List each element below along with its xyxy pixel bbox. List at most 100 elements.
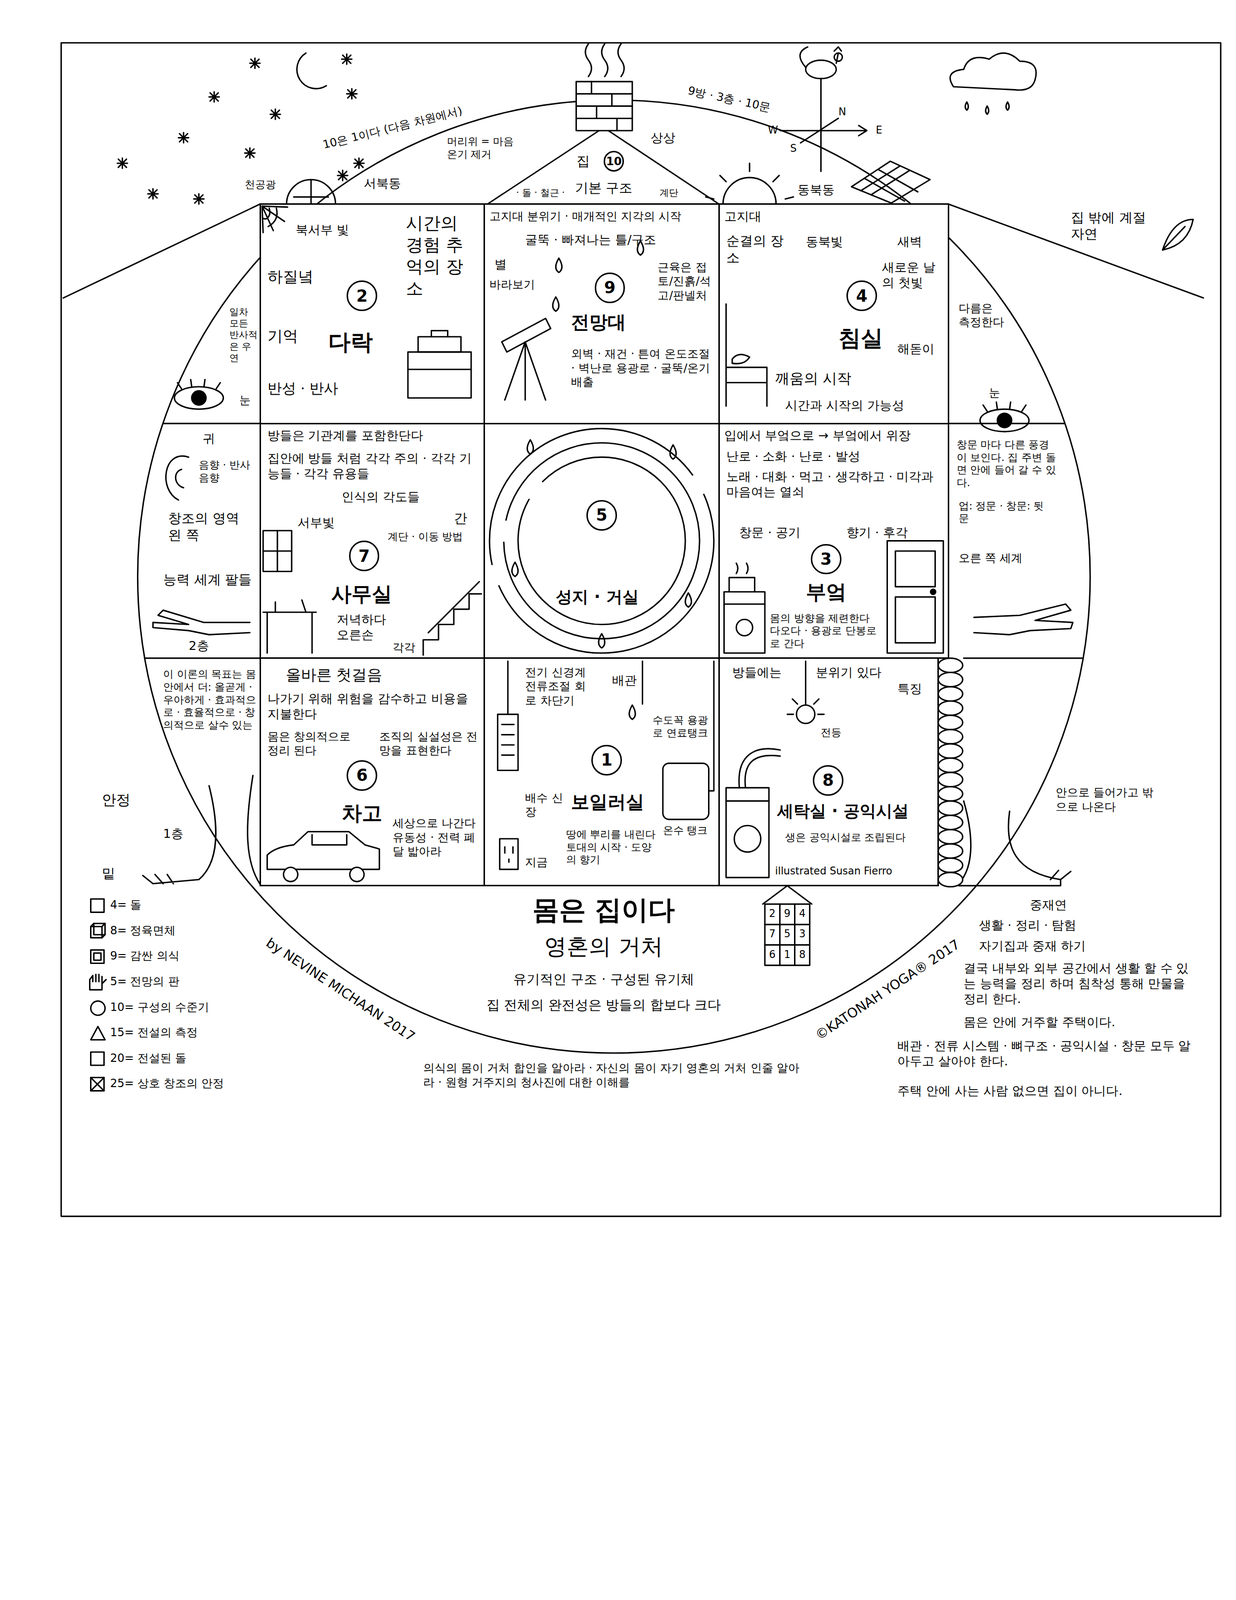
house-ground xyxy=(260,204,949,886)
note-text: 기본 구조 xyxy=(574,179,633,196)
legend-symbols xyxy=(90,923,106,938)
flame xyxy=(555,258,562,273)
room-note: 각각 xyxy=(392,640,416,655)
room-note: 나가기 위해 위험을 감수하고 비용을 지불한다 xyxy=(267,691,480,722)
trunk xyxy=(407,330,472,398)
dryer xyxy=(734,825,761,852)
body-circle xyxy=(137,99,1091,1053)
hands xyxy=(152,603,1073,635)
room-note: 수도꼭 용광로 연료탱크 xyxy=(652,713,709,740)
note-text: ©KATONAH YOGA® 2017 xyxy=(811,935,963,1043)
note-text: N xyxy=(838,105,846,119)
star xyxy=(117,158,128,169)
note-text: 유기적인 구조 · 구성된 유기체 xyxy=(513,970,695,987)
room-note: 배관 xyxy=(612,672,637,689)
star xyxy=(193,193,205,205)
room-note: 전등 xyxy=(820,726,842,740)
outlet xyxy=(499,838,519,870)
room-note: 시간의 경험 추억의 장소 xyxy=(405,212,478,299)
car xyxy=(350,867,365,882)
breaker-panel xyxy=(497,661,519,771)
car xyxy=(266,831,380,882)
spine-stone xyxy=(938,829,964,844)
room-box: 8세탁실 · 공익시설방들에는분위기 있다특징전등생은 공익시설로 조립된다il… xyxy=(718,657,940,886)
note-text: 자기집과 중재 하기 xyxy=(978,938,1086,954)
note-text: 집 밖에 계절 자연 xyxy=(1070,209,1153,243)
solar-panel xyxy=(851,161,930,204)
room-note: 순결의 장소 xyxy=(726,232,788,266)
room-number: 3 xyxy=(810,543,842,575)
room-note: 조직의 실설성은 전망을 표현한다 xyxy=(379,729,482,758)
car xyxy=(266,831,380,869)
spiral xyxy=(503,442,700,639)
room-note: 북서부 빛 xyxy=(295,222,350,238)
legend-text: 25= 상호 창조의 안정 xyxy=(110,1075,225,1090)
room-box: 1보일러실전기 신경계 전류조절 회로 차단기배관수도꼭 용광로 연료탱크배수 … xyxy=(483,657,720,886)
spine-stone xyxy=(938,743,964,758)
room-box: 3부엌입에서 부엌으로 → 부엌에서 위장난로 · 소화 · 난로 · 발성노래… xyxy=(718,422,950,659)
legend-text: 9= 감싼 의식 xyxy=(110,948,180,963)
room-note: 계단 · 이동 방법 xyxy=(387,530,463,544)
legend-text: 5= 전망의 판 xyxy=(110,973,180,988)
note-text: 다름은 측정한다 xyxy=(958,301,1005,330)
room-number: 6 xyxy=(346,759,378,791)
note-text: 귀 xyxy=(202,431,216,447)
note-text: 업: 정문 · 창문: 뒷문 xyxy=(958,499,1051,526)
star xyxy=(337,170,349,181)
room-box: 4침실고지대순결의 장소동북빛새벽새로운 날의 첫빛해돋이깨움의 시작시간과 시… xyxy=(718,203,950,425)
stove xyxy=(736,618,753,636)
room-note: 노래 · 대화 · 먹고 · 생각하고 · 미각과 마음여는 열쇠 xyxy=(726,469,941,500)
flame xyxy=(629,705,636,720)
chimney xyxy=(575,81,632,131)
room-note: 몸은 창의적으로 정리 된다 xyxy=(267,729,360,758)
room-note: 시간과 시작의 가능성 xyxy=(785,397,905,414)
spiral xyxy=(489,428,714,654)
trunk xyxy=(407,330,472,369)
flame xyxy=(598,633,605,648)
note-text: 서북동 xyxy=(363,176,401,192)
room-note: 하질녘 xyxy=(267,266,314,287)
star xyxy=(209,91,220,103)
legend-text: 20= 전설된 돌 xyxy=(110,1050,187,1065)
spine-stone xyxy=(938,843,964,858)
note-text: 안으로 들어가고 밖으로 나온다 xyxy=(1055,785,1158,814)
breaker-panel xyxy=(507,661,509,714)
note-text: W xyxy=(767,124,778,137)
chimney xyxy=(575,44,632,131)
room-name: 차고 xyxy=(341,800,383,827)
note-text: 결국 내부와 외부 공간에서 생활 할 수 있는 능력을 정리 하며 침착성 통… xyxy=(963,960,1193,1007)
star xyxy=(249,58,261,69)
star xyxy=(353,158,365,169)
note-text: 9방 · 3층 · 10문 xyxy=(686,83,772,115)
spiral xyxy=(489,428,714,654)
note-text: 계단 xyxy=(659,186,679,199)
sunrise xyxy=(705,163,794,205)
room-box: 6차고올바른 첫걸음나가기 위해 위험을 감수하고 비용을 지불한다몸은 창의적… xyxy=(259,657,486,886)
room-note: 향기 · 후각 xyxy=(846,525,908,541)
spine-stone xyxy=(938,700,964,715)
dryer xyxy=(726,799,770,802)
spine-stone xyxy=(938,772,964,787)
room-box: 5성지 · 거실 xyxy=(483,422,720,659)
body-circle xyxy=(137,99,1091,1053)
eyes xyxy=(177,379,221,389)
dryer xyxy=(739,748,781,788)
legend-symbols xyxy=(93,952,101,960)
room-note: 분위기 있다 xyxy=(815,664,882,681)
legend-text: 10= 구성의 수준기 xyxy=(110,999,210,1014)
weather xyxy=(950,52,1194,250)
boiler xyxy=(642,661,714,791)
room-note: 방들은 기관계를 포함한단다 xyxy=(267,428,424,444)
room-number: 2 xyxy=(346,280,378,311)
telescope xyxy=(501,318,551,400)
star xyxy=(178,132,189,143)
room-number: 4 xyxy=(846,280,878,311)
room-name: 세탁실 · 공익시설 xyxy=(777,800,910,821)
solar-panel xyxy=(851,161,930,204)
room-note: 서부빛 xyxy=(297,515,335,531)
legend-symbols xyxy=(90,949,105,964)
skylight xyxy=(286,179,336,205)
note-text: 10은 1이다 (다음 차원에서) xyxy=(321,103,464,152)
moon xyxy=(297,52,327,89)
